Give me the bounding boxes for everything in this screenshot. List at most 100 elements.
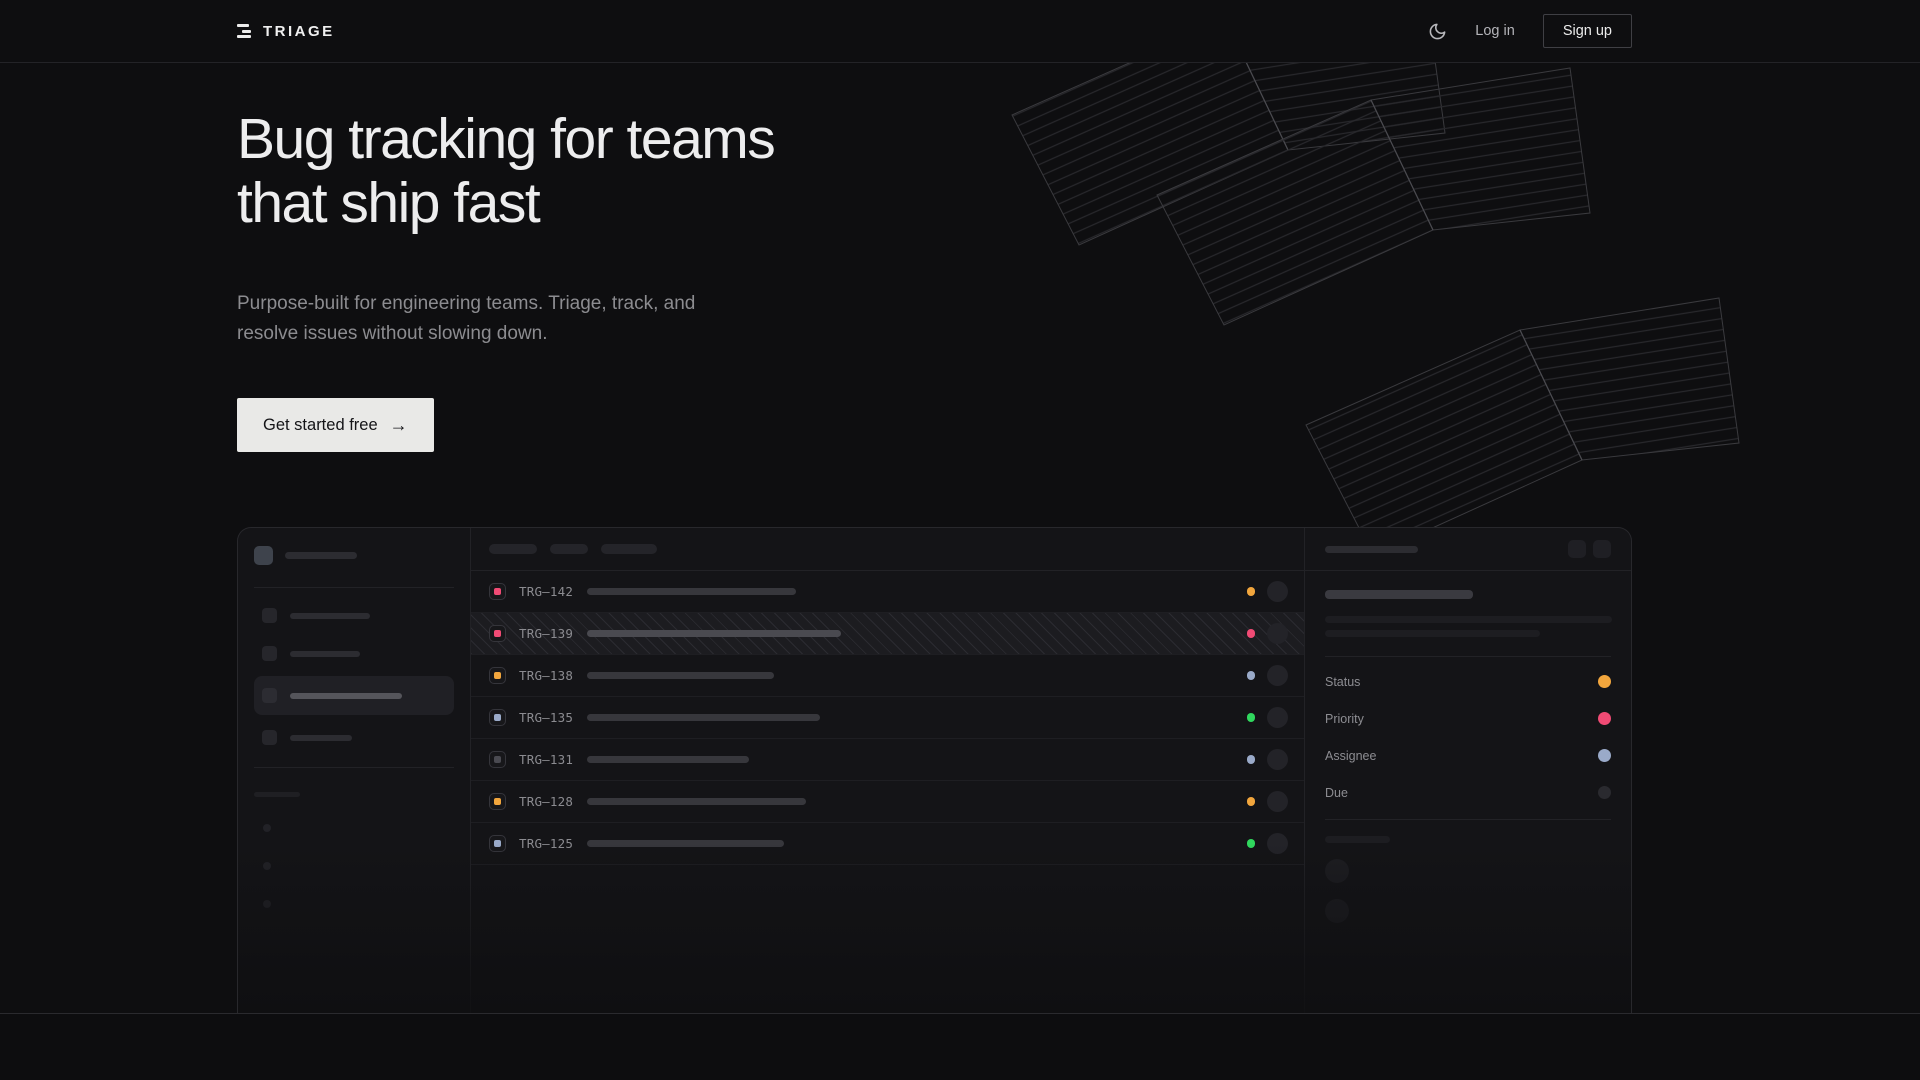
detail-field-row[interactable]: Due bbox=[1325, 774, 1611, 811]
field-label: Assignee bbox=[1325, 748, 1377, 763]
issue-id: TRG–139 bbox=[519, 626, 574, 641]
sidebar-section-label bbox=[254, 784, 454, 802]
issue-row[interactable]: TRG–128 bbox=[471, 781, 1304, 823]
status-dot bbox=[1246, 713, 1255, 722]
issue-id: TRG–131 bbox=[519, 752, 574, 767]
wireframe-slabs-decoration bbox=[1011, 63, 1740, 556]
mockup-detail-panel: Status Priority Assignee Due bbox=[1304, 528, 1631, 1013]
brand: TRIAGE bbox=[237, 23, 335, 40]
filter-pill[interactable] bbox=[489, 544, 537, 554]
issue-row[interactable]: TRG–142 bbox=[471, 571, 1304, 613]
comment-avatar bbox=[1325, 859, 1349, 883]
status-dot bbox=[1246, 839, 1255, 848]
divider bbox=[254, 587, 454, 588]
field-value-dot bbox=[1598, 675, 1611, 688]
skeleton-bar bbox=[290, 650, 360, 657]
divider bbox=[254, 767, 454, 768]
field-label: Status bbox=[1325, 674, 1361, 689]
status-dot bbox=[1246, 629, 1255, 638]
status-dot bbox=[1246, 797, 1255, 806]
sidebar-nav-item[interactable] bbox=[254, 676, 454, 715]
login-link[interactable]: Log in bbox=[1475, 23, 1515, 39]
detail-title-skeleton bbox=[1325, 590, 1473, 599]
comment-avatar bbox=[1325, 899, 1349, 923]
detail-header bbox=[1305, 528, 1631, 571]
sidebar-dot bbox=[263, 862, 271, 870]
issue-row[interactable]: TRG–135 bbox=[471, 697, 1304, 739]
skeleton-bar bbox=[1325, 545, 1418, 553]
issue-type-icon bbox=[489, 709, 506, 726]
workspace-row[interactable] bbox=[254, 546, 454, 565]
assignee-avatar bbox=[1267, 707, 1288, 728]
issue-type-icon bbox=[489, 835, 506, 852]
issue-row[interactable]: TRG–125 bbox=[471, 823, 1304, 865]
field-label: Due bbox=[1325, 785, 1348, 800]
sidebar-nav-item[interactable] bbox=[254, 600, 454, 631]
detail-desc-skeleton bbox=[1325, 616, 1612, 623]
list-header bbox=[471, 528, 1304, 571]
workspace-avatar bbox=[254, 546, 273, 565]
detail-header-buttons bbox=[1568, 540, 1611, 558]
triage-logo-icon bbox=[237, 24, 251, 38]
detail-desc-skeleton bbox=[1325, 630, 1540, 637]
issue-title-skeleton bbox=[587, 588, 797, 595]
issue-row[interactable]: TRG–138 bbox=[471, 655, 1304, 697]
filter-pill[interactable] bbox=[601, 544, 657, 554]
get-started-button[interactable]: Get started free → bbox=[237, 398, 434, 452]
nav-right: Log in Sign up bbox=[1428, 14, 1632, 48]
issue-id: TRG–135 bbox=[519, 710, 574, 725]
assignee-avatar bbox=[1267, 665, 1288, 686]
issue-id: TRG–128 bbox=[519, 794, 574, 809]
issue-type-icon bbox=[489, 625, 506, 642]
field-value-dot bbox=[1598, 786, 1611, 799]
divider bbox=[1325, 656, 1611, 657]
issue-title-skeleton bbox=[587, 630, 842, 637]
hero-subtitle: Purpose-built for engineering teams. Tri… bbox=[237, 293, 696, 344]
nav-item-icon bbox=[262, 646, 277, 661]
issue-type-icon bbox=[489, 793, 506, 810]
nav-item-icon bbox=[262, 608, 277, 623]
sidebar-dots bbox=[263, 824, 454, 908]
detail-field-row[interactable]: Status bbox=[1325, 663, 1611, 700]
mockup-issue-list-column: TRG–142 TRG–139 TRG–138 TRG–135 TRG–131 bbox=[471, 528, 1304, 1013]
detail-fields: Status Priority Assignee Due bbox=[1325, 663, 1611, 811]
issue-row[interactable]: TRG–131 bbox=[471, 739, 1304, 781]
filter-pill[interactable] bbox=[550, 544, 588, 554]
detail-field-row[interactable]: Priority bbox=[1325, 700, 1611, 737]
signup-button[interactable]: Sign up bbox=[1542, 14, 1632, 48]
detail-action-button[interactable] bbox=[1593, 540, 1611, 558]
sidebar-dot bbox=[263, 824, 271, 832]
skeleton-bar bbox=[290, 734, 352, 741]
field-value-dot bbox=[1598, 712, 1611, 725]
issue-type-icon bbox=[489, 667, 506, 684]
issue-list: TRG–142 TRG–139 TRG–138 TRG–135 TRG–131 bbox=[471, 571, 1304, 865]
issue-title-skeleton bbox=[587, 672, 775, 679]
nav-item-icon bbox=[262, 688, 277, 703]
skeleton-bar bbox=[290, 692, 402, 699]
sidebar-nav-item[interactable] bbox=[254, 722, 454, 753]
assignee-avatar bbox=[1267, 833, 1288, 854]
sidebar-nav-item[interactable] bbox=[254, 638, 454, 669]
mockup-sidebar bbox=[238, 528, 471, 1013]
skeleton-bar bbox=[285, 552, 357, 559]
field-value-dot bbox=[1598, 749, 1611, 762]
issue-type-icon bbox=[489, 583, 506, 600]
detail-field-row[interactable]: Assignee bbox=[1325, 737, 1611, 774]
issue-type-icon bbox=[489, 751, 506, 768]
assignee-avatar bbox=[1267, 581, 1288, 602]
brand-name: TRIAGE bbox=[263, 22, 335, 40]
issue-title-skeleton bbox=[587, 840, 785, 847]
issue-row[interactable]: TRG–139 bbox=[471, 613, 1304, 655]
sidebar-nav-items bbox=[254, 600, 454, 753]
assignee-avatar bbox=[1267, 791, 1288, 812]
sidebar-dot bbox=[263, 900, 271, 908]
skeleton-bar bbox=[290, 612, 370, 619]
issue-id: TRG–142 bbox=[519, 584, 574, 599]
issue-title-skeleton bbox=[587, 714, 821, 721]
detail-action-button[interactable] bbox=[1568, 540, 1586, 558]
assignee-avatar bbox=[1267, 749, 1288, 770]
theme-toggle-moon-icon[interactable] bbox=[1428, 22, 1447, 41]
detail-section-skeleton bbox=[1325, 836, 1390, 843]
